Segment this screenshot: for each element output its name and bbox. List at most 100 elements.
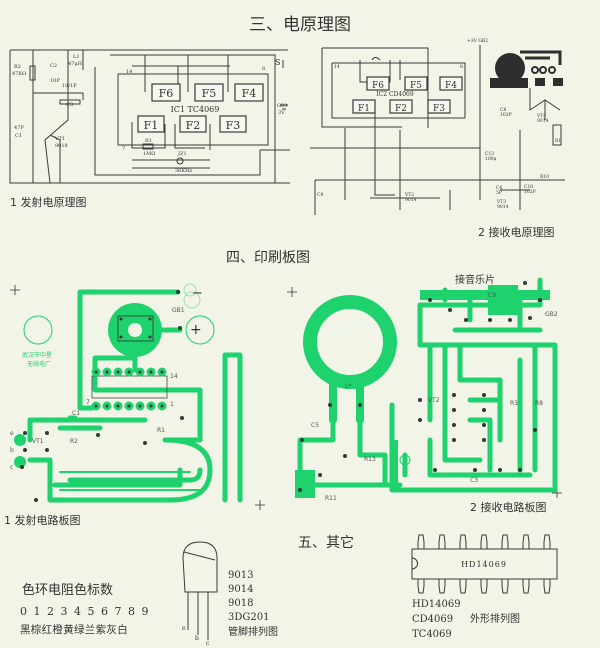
ic-pin [522, 579, 530, 594]
svg-text:R2: R2 [14, 64, 21, 70]
minus-terminal-label: − [192, 286, 203, 301]
transmitter-pcb: 武汉市中星 无线电厂 − + GB1 C1 R1 R2 VT1 e b c 14… [10, 283, 265, 510]
svg-text:5P: 5P [496, 190, 502, 196]
gate-f2 [179, 115, 207, 133]
gate-f1 [352, 99, 376, 114]
svg-text:R8: R8 [535, 400, 543, 407]
ic-pin [417, 579, 425, 594]
gate-label: F3 [226, 119, 241, 132]
color-code-digits: 0 1 2 3 4 5 6 7 8 9 [20, 605, 150, 618]
music-chip-label: 接音乐片 [455, 273, 495, 286]
svg-text:e: e [182, 625, 186, 632]
svg-text:R11: R11 [325, 495, 337, 502]
svg-text:c: c [10, 464, 13, 471]
gate-label: F5 [410, 81, 422, 91]
svg-text:1: 1 [170, 401, 174, 408]
receiver-pcb: 武汉市中星无线电厂 接音乐片 GB2 VT2 R3 R8 R11 R13 C3 … [287, 273, 562, 502]
svg-text:L*: L* [345, 383, 351, 390]
receiver-component-labels: +3V GB2 C8 102P VT4 9014 B1 C13 100μ C6 … [317, 38, 561, 210]
ic-label: IC2 CD4069 [376, 91, 414, 98]
ic-pin [480, 579, 488, 594]
svg-text:14: 14 [126, 69, 132, 75]
svg-text:c: c [206, 640, 210, 647]
ic-pin [438, 579, 446, 594]
transmitter-pcb-caption: 1 发射电路板图 [4, 513, 81, 527]
color-code-colors: 黑棕红橙黄绿兰紫灰白 [20, 623, 128, 636]
svg-text:VT2: VT2 [428, 397, 440, 404]
ic-pin [522, 534, 530, 549]
svg-text:9014: 9014 [405, 197, 417, 203]
svg-text:B1: B1 [555, 138, 561, 144]
ic-model: CD4069 [412, 614, 453, 625]
svg-text:GB1: GB1 [277, 103, 288, 109]
ic-label: IC1 TC4069 [171, 105, 220, 114]
transmitter-schematic-caption: 1 发射电原理图 [10, 195, 87, 209]
plus-terminal-label: + [190, 322, 202, 338]
gate-label: F2 [395, 104, 407, 114]
section3-title: 三、电原理图 [249, 15, 351, 35]
svg-text:C3: C3 [66, 102, 73, 108]
gate-f3 [219, 115, 247, 133]
svg-text:9018: 9018 [55, 143, 68, 149]
ic-package-drawing [411, 534, 558, 594]
svg-text:JZ1: JZ1 [177, 151, 187, 157]
ic-pin [480, 534, 488, 549]
svg-text:R2: R2 [70, 438, 78, 445]
ic-caption: 外形排列图 [470, 612, 520, 625]
svg-text:102P: 102P [500, 112, 512, 118]
svg-text:1MΩ: 1MΩ [143, 151, 155, 157]
gate-f3 [427, 99, 451, 114]
transistor-model: 9013 [228, 570, 253, 581]
gate-label: F6 [159, 87, 174, 100]
ic-marking: HD14069 [461, 560, 507, 569]
svg-text:GB1: GB1 [172, 307, 185, 314]
gate-f5 [194, 83, 224, 102]
section5-title: 五、其它 [298, 534, 354, 551]
transistor-drawing: e b c [182, 541, 218, 647]
svg-text:C9: C9 [317, 192, 323, 198]
gate-label: F4 [445, 81, 457, 91]
svg-text:8: 8 [460, 64, 463, 70]
transmitter-component-labels: R2 47KΩ C2 10P L1 47μH 18/1P C3 47P C1 V… [12, 54, 288, 174]
maker-label: 武汉市中星 [22, 351, 52, 359]
svg-text:R1: R1 [157, 427, 165, 434]
gate-f2 [389, 99, 413, 114]
svg-text:C1: C1 [15, 133, 22, 139]
svg-text:47P: 47P [14, 125, 24, 131]
section4-title: 四、印刷板图 [226, 250, 310, 266]
svg-text:C3: C3 [470, 477, 478, 484]
gate-f5 [404, 76, 428, 91]
ic-pin [459, 579, 467, 594]
svg-text:S: S [275, 58, 280, 67]
music-chip-pad [495, 53, 525, 83]
svg-text:L1: L1 [73, 54, 80, 60]
svg-text:b: b [195, 635, 199, 642]
svg-text:8: 8 [262, 66, 265, 72]
transistor-model: 9014 [228, 584, 253, 595]
ic-pin [543, 579, 551, 594]
loop-antenna [303, 295, 397, 389]
svg-text:VT1: VT1 [32, 438, 44, 445]
svg-text:e: e [10, 430, 14, 437]
svg-text:VT2: VT2 [404, 192, 414, 198]
ic-pin [459, 534, 467, 549]
svg-text:36KHz: 36KHz [175, 168, 192, 174]
svg-text:47μH: 47μH [68, 61, 83, 67]
svg-text:C8: C8 [500, 107, 506, 113]
svg-text:C6: C6 [496, 185, 502, 191]
ic-pin [438, 534, 446, 549]
svg-text:C10: C10 [524, 184, 533, 190]
gate-f6 [151, 83, 181, 102]
svg-text:VT3: VT3 [496, 199, 506, 205]
gate-label: F6 [372, 81, 384, 91]
svg-text:7: 7 [122, 146, 125, 152]
gate-label: F1 [358, 104, 370, 114]
svg-text:b: b [10, 447, 14, 454]
gate-label: F3 [433, 104, 445, 114]
ic-pin [501, 534, 509, 549]
svg-text:R3: R3 [510, 400, 518, 407]
transistor-model: 3DG201 [228, 612, 269, 623]
svg-text:GB2: GB2 [545, 311, 558, 318]
